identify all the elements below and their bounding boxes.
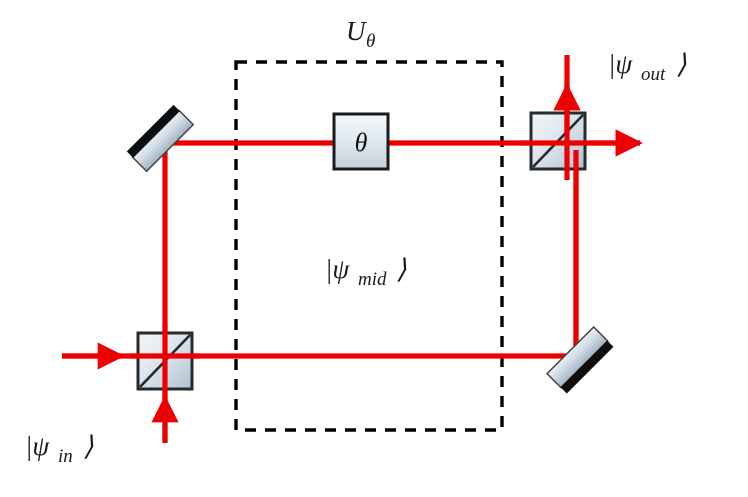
label-psi-in-subscript: in — [58, 446, 73, 467]
label-psi-in-suffix: ⟩ — [83, 431, 94, 461]
label-psi-mid: |ψ mid ⟩ — [325, 254, 407, 290]
beam-arrowheads-top — [553, 83, 643, 157]
label-psi-in: |ψ in ⟩ — [25, 431, 94, 467]
phase-shifter-label: θ — [355, 128, 368, 157]
label-psi-mid-prefix: |ψ — [325, 254, 350, 284]
label-unitary: U θ — [346, 16, 375, 52]
label-psi-out-subscript: out — [641, 64, 666, 85]
mirror-top-left[interactable] — [126, 104, 195, 173]
label-unitary-subscript: θ — [366, 31, 375, 52]
label-psi-mid-subscript: mid — [358, 269, 387, 290]
label-psi-out-suffix: ⟩ — [676, 49, 687, 79]
phase-shifter-component[interactable]: θ — [332, 112, 390, 171]
phase-shifter-box[interactable] — [332, 112, 390, 171]
unitary-dashed-region — [234, 60, 504, 432]
beam-overlay — [130, 104, 596, 400]
mirror-bottom-right[interactable] — [546, 326, 614, 394]
label-psi-out: |ψ out ⟩ — [608, 49, 687, 85]
label-unitary-base: U — [346, 16, 367, 46]
label-psi-out-prefix: |ψ — [608, 49, 633, 79]
label-psi-in-prefix: |ψ — [25, 431, 50, 461]
mirror-top-left-coating — [126, 104, 180, 158]
label-psi-mid-suffix: ⟩ — [396, 254, 407, 284]
mirror-bottom-right-coating — [560, 340, 614, 394]
